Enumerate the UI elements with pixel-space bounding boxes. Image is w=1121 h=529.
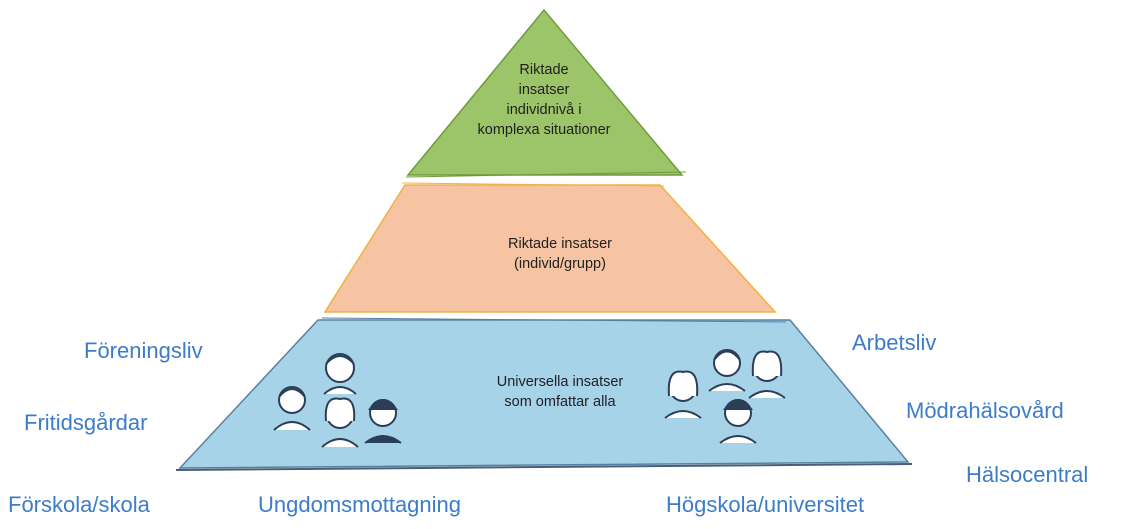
label-fritidsgardar: Fritidsgårdar — [24, 410, 148, 435]
person-icon — [708, 349, 746, 392]
label-arbetsliv: Arbetsliv — [852, 330, 937, 355]
label-ungdomsmottagning: Ungdomsmottagning — [258, 492, 462, 517]
middle-tier-label: Riktade insatser (individ/grupp) — [430, 234, 690, 274]
top-tier-line: komplexa situationer — [477, 122, 611, 138]
person-icon — [323, 353, 357, 395]
person-icon-group-left — [273, 353, 402, 448]
bottom-tier-line: som omfattar alla — [504, 394, 616, 410]
top-tier-line: Riktade — [519, 62, 569, 78]
middle-tier-line: (individ/grupp) — [514, 256, 606, 272]
label-halsocentral: Hälsocentral — [966, 462, 1089, 487]
person-icon — [273, 386, 311, 431]
person-icon — [719, 399, 757, 444]
label-hogskola-universitet: Högskola/universitet — [666, 492, 865, 517]
label-foreningsliv: Föreningsliv — [84, 338, 203, 363]
top-tier-label: Riktade insatser individnivå i komplexa … — [440, 60, 648, 140]
middle-tier-line: Riktade insatser — [508, 236, 612, 252]
bottom-tier-line: Universella insatser — [496, 374, 624, 390]
person-icon-group-right — [664, 349, 786, 444]
top-tier-line: insatser — [518, 82, 570, 98]
top-tier-line: individnivå i — [506, 102, 582, 118]
label-modrahalsovard: Mödrahälsovård — [906, 398, 1064, 423]
bottom-tier-label: Universella insatser som omfattar alla — [430, 372, 690, 412]
person-icon — [321, 397, 359, 448]
person-icon — [364, 399, 402, 444]
person-icon — [664, 370, 702, 419]
top-tier — [405, 8, 687, 178]
label-forskola-skola: Förskola/skola — [8, 492, 150, 517]
middle-tier — [323, 182, 777, 313]
person-icon — [748, 350, 786, 399]
